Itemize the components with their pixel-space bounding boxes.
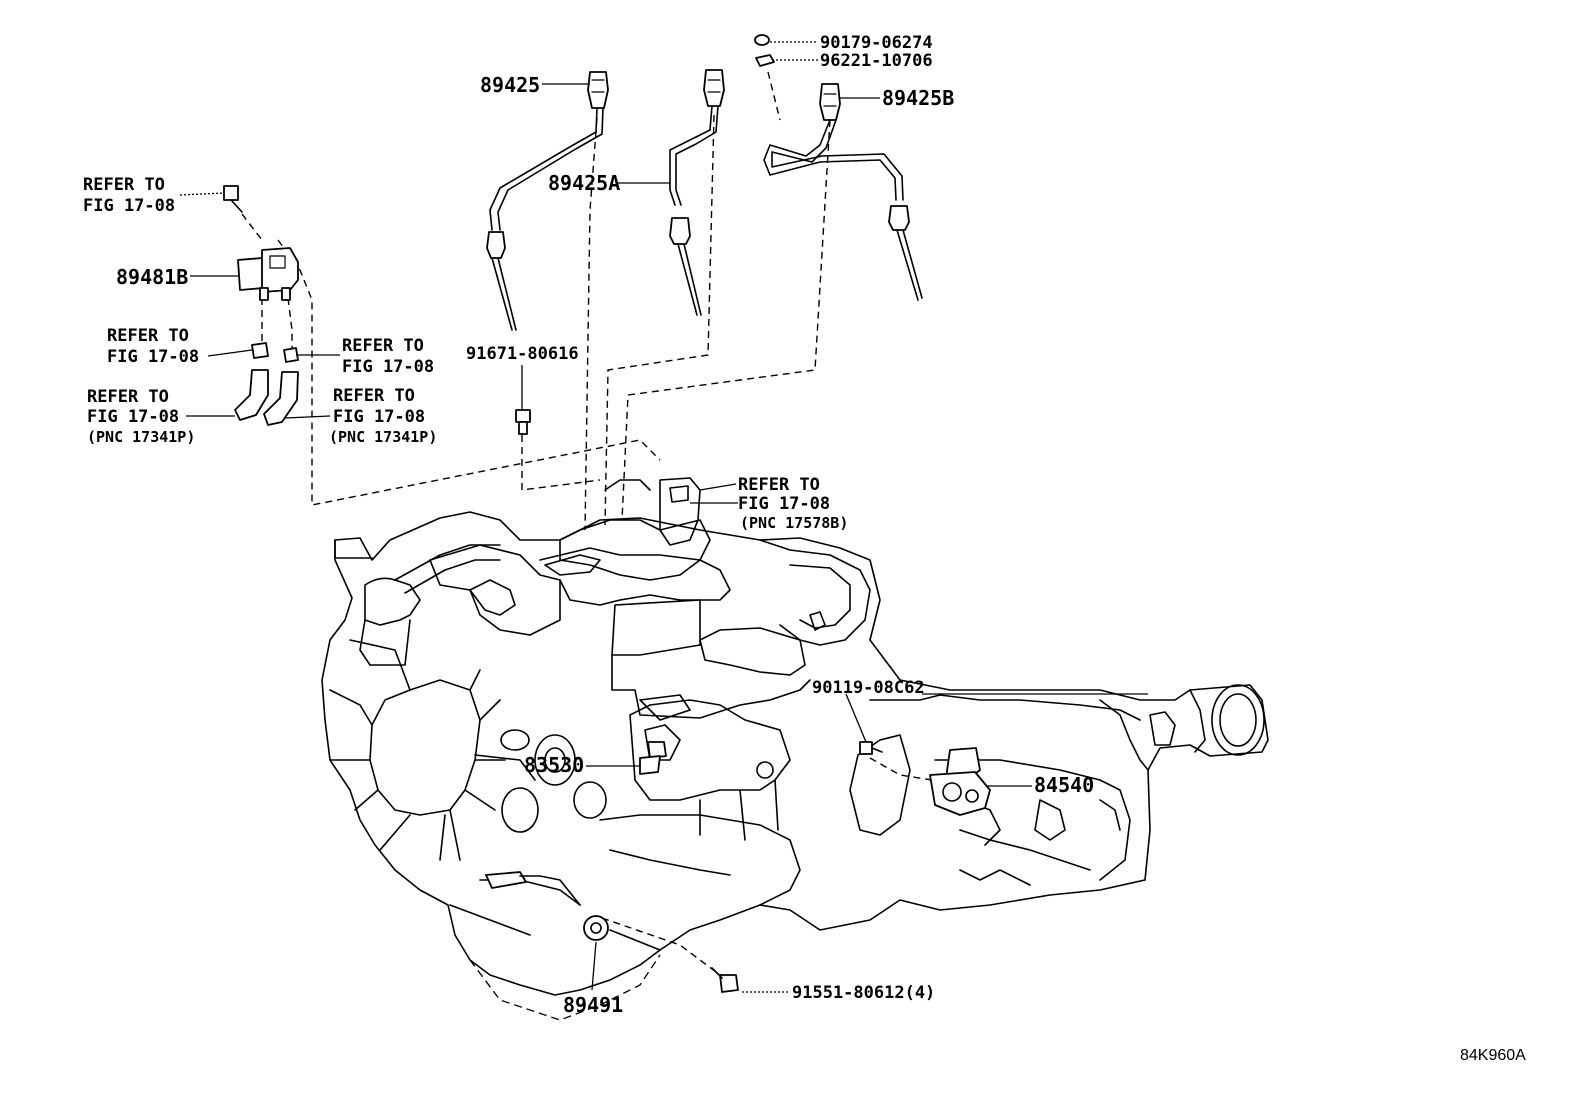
label-89425: 89425	[480, 73, 540, 97]
bolt-90119	[859, 741, 883, 755]
label-91551-80612: 91551-80612(4)	[792, 983, 935, 1003]
fig-label-4: FIG 17-08	[87, 407, 179, 427]
figure-id: 84K960A	[1460, 1047, 1526, 1064]
hose-clip-left	[251, 342, 269, 359]
exhaust-temp-sensor-89425	[486, 71, 609, 331]
phantom-lines	[261, 71, 933, 976]
fig-label-5: FIG 17-08	[333, 407, 425, 427]
label-89481B: 89481B	[116, 265, 188, 289]
label-89491: 89491	[563, 993, 623, 1017]
leader-lines	[179, 41, 1148, 993]
fig-label-3: FIG 17-08	[342, 357, 434, 377]
fig-label-2: FIG 17-08	[107, 347, 199, 367]
bolt-91551	[711, 967, 739, 993]
bolt-91671	[515, 409, 531, 435]
engine-illustration	[321, 477, 1269, 1021]
neutral-switch-84540	[929, 747, 991, 816]
label-90119-08C62: 90119-08C62	[812, 678, 925, 698]
refer-to-label-6: REFER TO	[738, 475, 820, 495]
nut-90179	[754, 34, 770, 46]
clamp-96221	[755, 54, 775, 67]
refer-to-label-3: REFER TO	[342, 336, 424, 356]
bolt-refer-17-08	[223, 185, 263, 241]
hose-clip-right	[283, 347, 299, 363]
refer-to-label-2: REFER TO	[107, 326, 189, 346]
label-84540: 84540	[1034, 773, 1094, 797]
label-91671-80616: 91671-80616	[466, 344, 579, 364]
oil-pressure-switch-83530	[639, 741, 667, 775]
label-90179-06274: 90179-06274	[820, 33, 933, 53]
label-89425A: 89425A	[548, 171, 620, 195]
pressure-sensor-89481B	[237, 247, 299, 301]
pnc-label-1: (PNC 17341P)	[87, 428, 195, 446]
label-83530: 83530	[524, 753, 584, 777]
exhaust-temp-sensor-89425A	[669, 69, 725, 316]
label-89425B: 89425B	[882, 86, 954, 110]
refer-to-label-5: REFER TO	[333, 386, 415, 406]
pnc-label-3: (PNC 17578B)	[740, 514, 848, 532]
vacuum-hose-right	[263, 371, 299, 426]
refer-to-label-1: REFER TO	[83, 175, 165, 195]
exhaust-temp-sensor-89425B	[763, 83, 923, 301]
fig-label-6: FIG 17-08	[738, 494, 830, 514]
pnc-label-2: (PNC 17341P)	[329, 428, 437, 446]
label-96221-10706: 96221-10706	[820, 51, 933, 71]
vacuum-hose-left	[234, 369, 269, 421]
refer-to-label-4: REFER TO	[87, 387, 169, 407]
crank-sensor-89491	[485, 871, 609, 941]
fan-illustration	[329, 639, 536, 861]
transmission-illustration	[849, 684, 1265, 886]
fig-label-1: FIG 17-08	[83, 196, 175, 216]
